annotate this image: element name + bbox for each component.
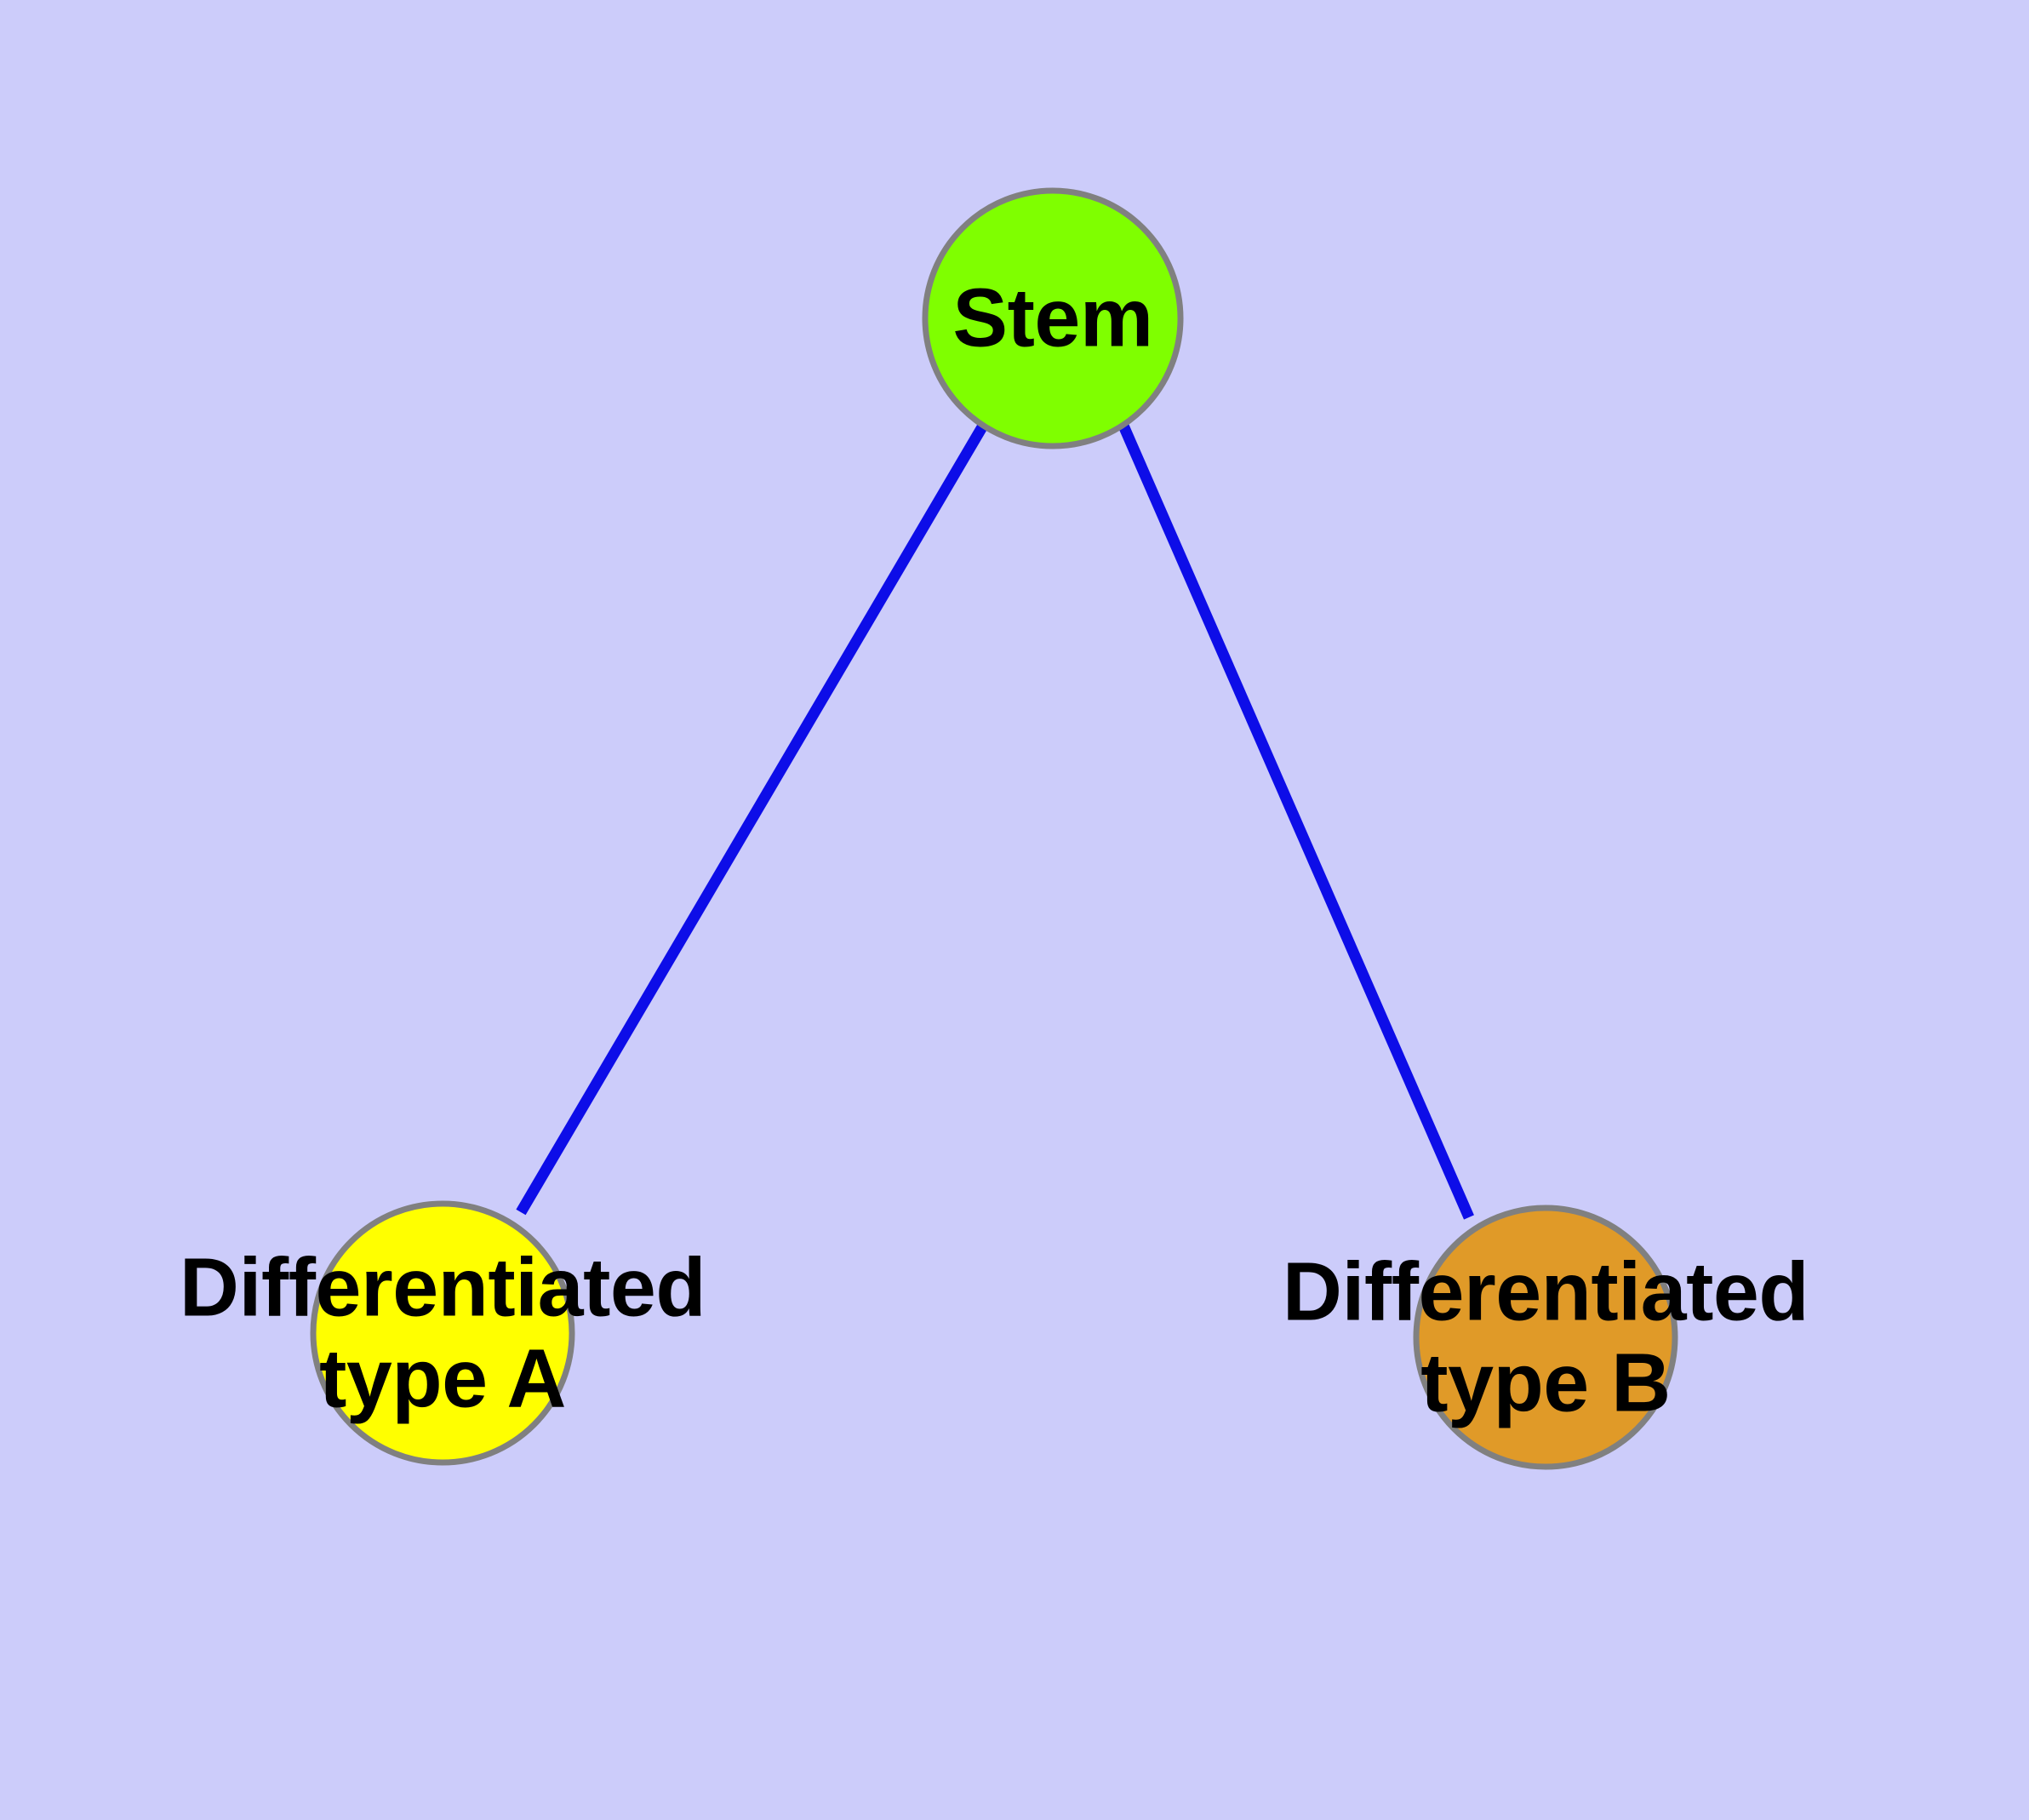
node-differentiated-type-b[interactable] xyxy=(1413,1205,1678,1470)
node-layer xyxy=(310,187,1678,1470)
edge-stem-to-differentiated-type-a[interactable] xyxy=(516,422,988,1216)
edge-layer xyxy=(516,422,1474,1220)
node-differentiated-type-a[interactable] xyxy=(310,1200,575,1466)
node-stem[interactable] xyxy=(922,187,1184,449)
edge-stem-to-differentiated-type-b[interactable] xyxy=(1118,423,1474,1220)
